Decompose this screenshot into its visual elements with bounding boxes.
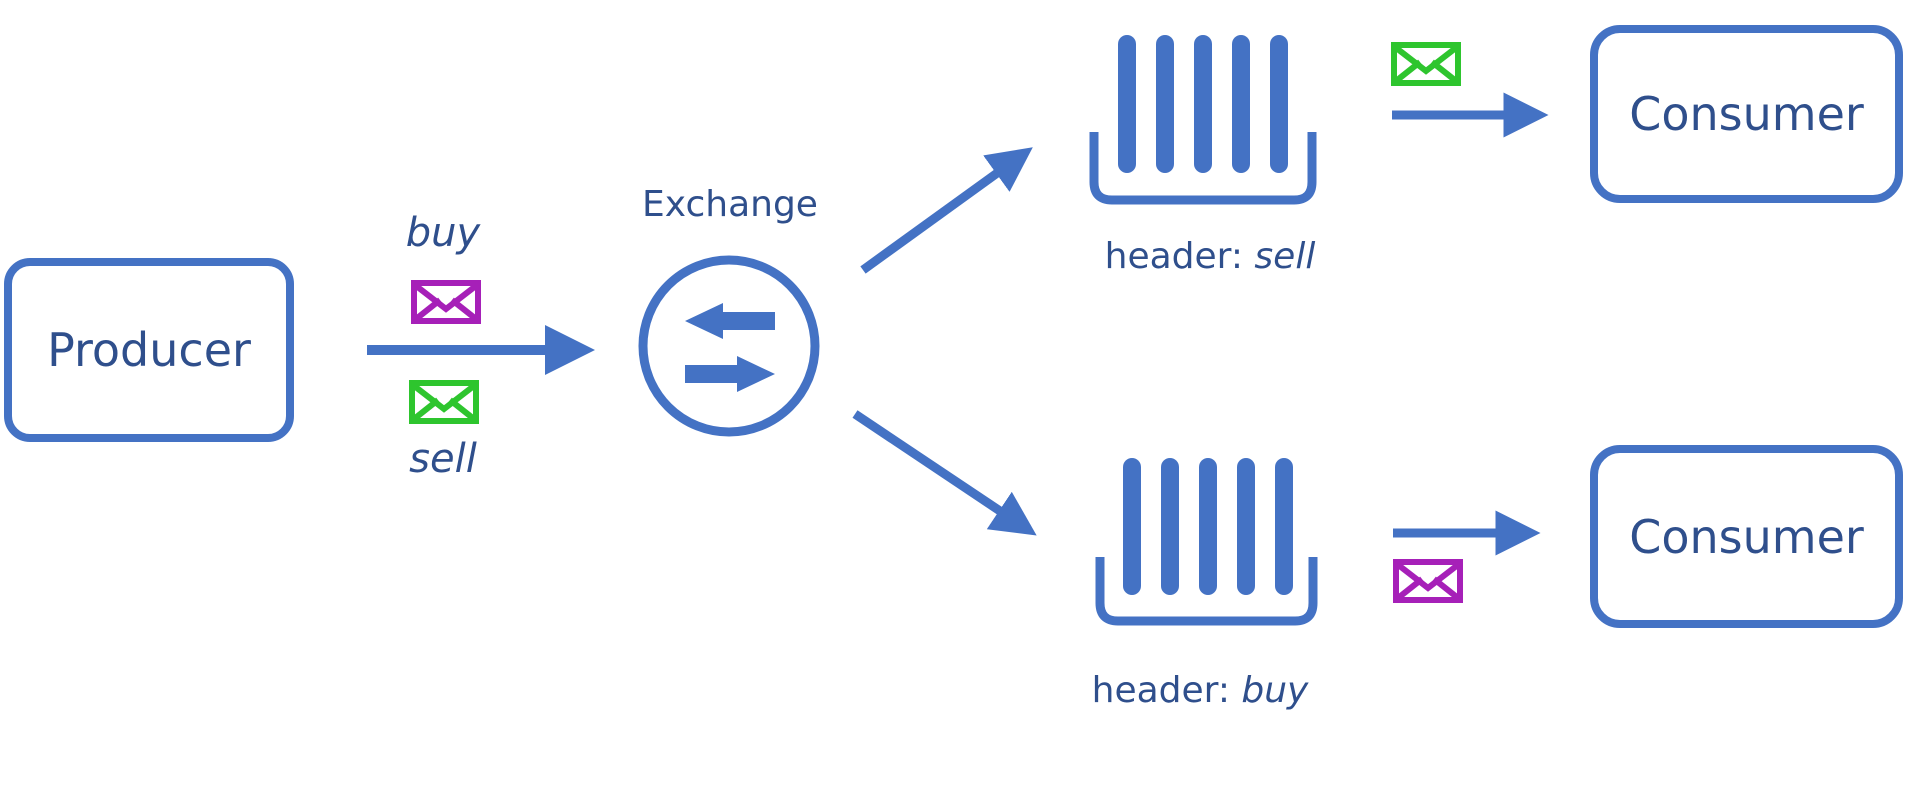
sell-routing-label: sell [409,436,477,482]
buy-message-envelope-icon [411,280,481,324]
sell-queue-icon [1089,35,1317,205]
buy-queue-icon [1095,458,1318,626]
consumer-top-box: Consumer [1590,25,1903,203]
buy-queue-bracket [1095,557,1318,626]
buy-queue-label-prefix: header: [1091,670,1242,711]
exchange-to-buy-queue-arrow [852,410,1037,536]
producer-label: Producer [47,323,251,377]
consumer-bottom-box: Consumer [1590,445,1903,628]
consumer-bottom-label: Consumer [1629,509,1864,564]
buy-queue-label-key: buy [1241,670,1309,711]
producer-box: Producer [4,258,294,442]
sell-queue-label-key: sell [1254,236,1316,277]
sell-queue-bracket [1089,132,1317,205]
exchange-label: Exchange [642,184,818,225]
sell-delivery-envelope-icon [1391,42,1461,86]
buy-routing-label: buy [405,210,481,256]
buy-delivery-envelope-icon [1393,559,1463,603]
exchange-circle [638,255,820,437]
exchange-left-swap-arrow-icon [685,303,775,339]
sell-queue-label-prefix: header: [1104,236,1255,277]
exchange-to-sell-queue-arrow [860,147,1033,274]
exchange-right-swap-arrow-icon [685,356,775,392]
exchange-icon [638,255,820,437]
buy-queue-label: header: buy [1045,670,1355,711]
sell-queue-label: header: sell [1055,236,1365,277]
sell-message-envelope-icon [409,380,479,424]
consumer-top-label: Consumer [1629,87,1864,141]
